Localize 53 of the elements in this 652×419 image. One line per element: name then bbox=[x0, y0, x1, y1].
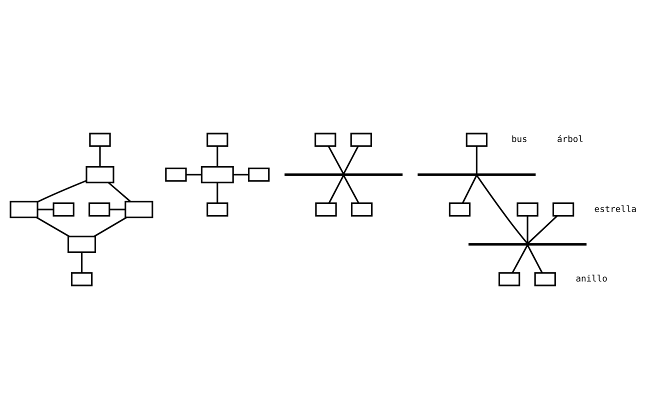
node-box bbox=[350, 132, 372, 147]
connector bbox=[476, 175, 528, 244]
node-box bbox=[52, 202, 74, 217]
node-box bbox=[498, 272, 520, 286]
label: bus bbox=[511, 135, 528, 146]
node-box bbox=[350, 202, 373, 217]
connector bbox=[37, 180, 87, 203]
node-box bbox=[248, 168, 270, 182]
connector bbox=[216, 146, 218, 167]
node-box bbox=[448, 202, 471, 217]
node-bar bbox=[418, 173, 536, 176]
connector bbox=[110, 208, 126, 210]
node-box bbox=[206, 202, 228, 217]
node-box bbox=[86, 166, 114, 184]
connector bbox=[343, 175, 360, 204]
node-box bbox=[124, 200, 154, 218]
connector bbox=[99, 146, 101, 167]
connector bbox=[343, 146, 359, 174]
connector bbox=[216, 182, 218, 204]
node-box bbox=[10, 200, 38, 218]
node-bar bbox=[284, 173, 403, 176]
node-box bbox=[200, 166, 234, 184]
connector bbox=[526, 216, 528, 244]
node-box bbox=[314, 132, 336, 147]
node-box bbox=[70, 272, 93, 286]
node-box bbox=[165, 168, 187, 182]
connector bbox=[512, 244, 528, 274]
node-box bbox=[516, 202, 538, 217]
label: anillo bbox=[576, 274, 608, 285]
node-box bbox=[89, 132, 111, 147]
connector bbox=[38, 208, 54, 210]
connector bbox=[233, 174, 249, 176]
node-box bbox=[466, 132, 488, 147]
node-box bbox=[315, 202, 337, 217]
node-box bbox=[552, 202, 574, 217]
node-box bbox=[206, 132, 228, 147]
node-box bbox=[534, 272, 556, 286]
label: estrella bbox=[594, 204, 637, 215]
connector bbox=[328, 146, 344, 174]
connector bbox=[527, 244, 543, 274]
node-bar bbox=[468, 243, 587, 246]
node-box bbox=[68, 236, 96, 253]
connector bbox=[527, 215, 558, 244]
connector bbox=[108, 182, 131, 202]
connector bbox=[81, 252, 83, 273]
connector bbox=[462, 175, 478, 204]
connector bbox=[36, 216, 70, 238]
node-box bbox=[88, 202, 110, 217]
connector bbox=[94, 216, 127, 238]
connector bbox=[476, 146, 478, 174]
connector bbox=[186, 174, 202, 176]
connector bbox=[328, 175, 344, 204]
label: árbol bbox=[557, 135, 584, 146]
